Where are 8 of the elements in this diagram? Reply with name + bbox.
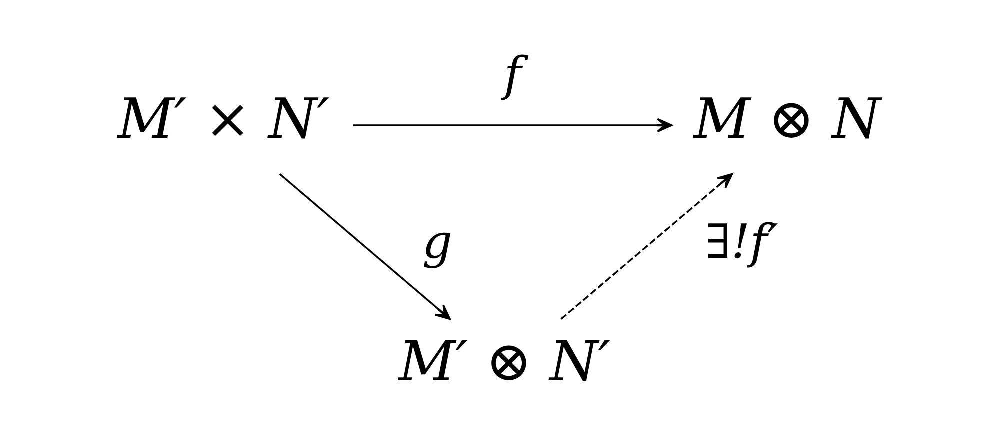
edge-label: ∃!f′	[706, 215, 778, 270]
node-text: M′ ⊗ N′	[398, 330, 611, 394]
arrow	[560, 173, 734, 320]
arrow	[353, 118, 673, 133]
arrow	[279, 174, 451, 320]
edge-label: g	[422, 215, 453, 270]
node-text: M ⊗ N	[694, 88, 881, 152]
node-text: M′ × N′	[118, 88, 330, 152]
